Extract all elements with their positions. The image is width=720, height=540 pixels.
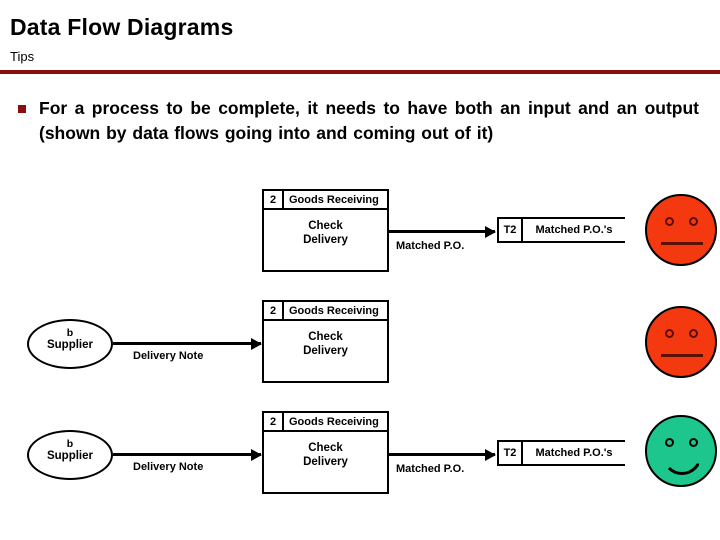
process-owner: Goods Receiving [289, 415, 379, 428]
data-store-id: T2 [497, 442, 523, 464]
diagram-row-2: b Supplier Delivery Note 2 Goods Receivi… [0, 297, 720, 393]
flow-label-output: Matched P.O. [396, 463, 465, 475]
entity-name: Supplier [46, 339, 93, 351]
process-number: 2 [264, 191, 284, 208]
bullet-block: For a process to be complete, it needs t… [18, 96, 708, 146]
process-owner: Goods Receiving [289, 304, 379, 317]
process-number: 2 [264, 413, 284, 430]
arrowhead-icon [485, 225, 496, 238]
arrowhead-icon [485, 448, 496, 461]
flow-label-output: Matched P.O. [396, 240, 465, 252]
process-owner: Goods Receiving [289, 193, 379, 206]
data-store-name: Matched P.O.'s [535, 447, 613, 459]
header-divider [0, 70, 720, 74]
process-box[interactable]: 2 Goods Receiving Check Delivery [262, 189, 389, 272]
process-header: 2 Goods Receiving [264, 413, 387, 432]
face-mouth-smile [662, 455, 702, 475]
entity-id: b [66, 327, 74, 339]
face-eye-right [689, 329, 698, 338]
face-eye-right [689, 438, 698, 447]
flow-arrow-output [389, 448, 496, 461]
process-name: Check Delivery [303, 442, 348, 468]
process-box[interactable]: 2 Goods Receiving Check Delivery [262, 300, 389, 383]
neutral-sad-face-icon [645, 194, 717, 266]
diagram-row-1: 2 Goods Receiving Check Delivery Matched… [0, 186, 720, 286]
data-store-id: T2 [497, 219, 523, 241]
external-entity[interactable]: b Supplier [27, 319, 113, 369]
happy-face-icon [645, 415, 717, 487]
flow-label-input: Delivery Note [133, 461, 204, 473]
process-header: 2 Goods Receiving [264, 191, 387, 210]
arrowhead-icon [251, 337, 262, 350]
flow-arrow-output [389, 225, 496, 238]
entity-id: b [66, 438, 74, 450]
face-mouth-flat [661, 354, 703, 357]
entity-name: Supplier [46, 450, 93, 462]
arrowhead-icon [251, 448, 262, 461]
face-eye-right [689, 217, 698, 226]
process-header: 2 Goods Receiving [264, 302, 387, 321]
external-entity[interactable]: b Supplier [27, 430, 113, 480]
data-store[interactable]: T2 Matched P.O.'s [497, 217, 625, 243]
face-mouth-flat [661, 242, 703, 245]
process-body: Check Delivery [264, 432, 387, 492]
process-name: Check Delivery [303, 331, 348, 357]
face-eye-left [665, 438, 674, 447]
data-store-name: Matched P.O.'s [535, 224, 613, 236]
face-eye-left [665, 217, 674, 226]
bullet-text: For a process to be complete, it needs t… [39, 98, 699, 143]
flow-label-input: Delivery Note [133, 350, 204, 362]
page-subtitle: Tips [10, 49, 35, 64]
process-name: Check Delivery [303, 220, 348, 246]
process-box[interactable]: 2 Goods Receiving Check Delivery [262, 411, 389, 494]
neutral-sad-face-icon [645, 306, 717, 378]
flow-arrow-input [113, 448, 262, 461]
process-number: 2 [264, 302, 284, 319]
process-body: Check Delivery [264, 210, 387, 270]
page-title: Data Flow Diagrams [10, 14, 234, 40]
data-store[interactable]: T2 Matched P.O.'s [497, 440, 625, 466]
diagram-row-3: b Supplier Delivery Note 2 Goods Receivi… [0, 407, 720, 507]
flow-arrow-input [113, 337, 262, 350]
face-eye-left [665, 329, 674, 338]
square-bullet-icon [18, 105, 26, 113]
process-body: Check Delivery [264, 321, 387, 381]
